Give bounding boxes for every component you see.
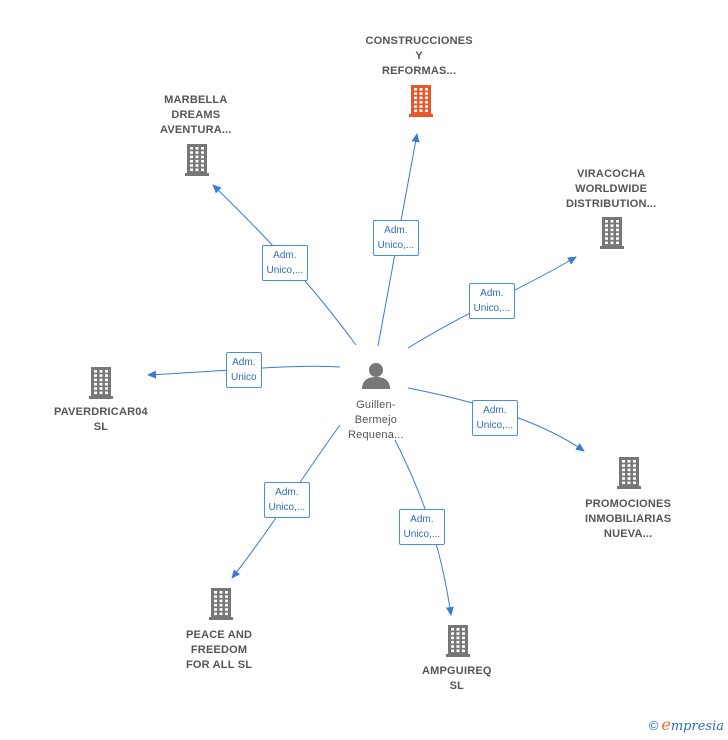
company-label-construcciones-line: REFORMAS... bbox=[382, 65, 457, 77]
person-label-line: Requena... bbox=[348, 429, 404, 441]
edge-marbella bbox=[212, 184, 357, 346]
edge-label-line: Unico,... bbox=[268, 502, 306, 513]
building-icon bbox=[617, 457, 641, 489]
edge-label-promociones[interactable]: Adm. Unico,... bbox=[471, 400, 519, 436]
edge-label-peace[interactable]: Adm. Unico,... bbox=[263, 482, 311, 518]
edge-label-paverdricar[interactable]: Adm. Unico bbox=[226, 352, 262, 388]
company-label-viracocha-line: WORLDWIDE bbox=[575, 183, 648, 195]
company-label-viracocha-line: DISTRIBUTION... bbox=[566, 198, 657, 210]
edge-label-line: Adm. bbox=[273, 250, 297, 261]
company-label-promociones-line: INMOBILIARIAS bbox=[585, 513, 672, 525]
building-icon bbox=[600, 217, 624, 249]
company-label-ampguireq[interactable]: AMPGUIREQ SL bbox=[422, 664, 492, 694]
company-label-viracocha-line: VIRACOCHA bbox=[576, 168, 646, 180]
company-label-peace[interactable]: PEACE AND FREEDOM FOR ALL SL bbox=[186, 628, 252, 673]
edge-label-viracocha[interactable]: Adm. Unico,... bbox=[468, 283, 516, 319]
company-label-construcciones-line: CONSTRUCCIONES bbox=[365, 35, 473, 47]
company-label-promociones-line: PROMOCIONES bbox=[585, 498, 672, 510]
company-label-marbella-line: DREAMS bbox=[171, 109, 221, 121]
company-label-marbella-line: AVENTURA... bbox=[160, 124, 232, 136]
copyright-symbol: © bbox=[648, 718, 659, 733]
edge-label-line: Unico,... bbox=[476, 420, 514, 431]
company-label-paverdricar-line: SL bbox=[93, 421, 109, 433]
edge-label-line: Adm. bbox=[275, 487, 299, 498]
person-label-line: Bermejo bbox=[354, 414, 398, 426]
building-icon bbox=[185, 144, 209, 176]
edge-label-line: Unico bbox=[231, 372, 257, 383]
edge-label-marbella[interactable]: Adm. Unico,... bbox=[261, 245, 309, 281]
edge-label-ampguireq[interactable]: Adm. Unico,... bbox=[398, 509, 446, 545]
person-icon bbox=[362, 363, 390, 389]
edge-label-line: Adm. bbox=[480, 288, 504, 299]
edge-label-line: Unico,... bbox=[403, 529, 441, 540]
edge-label-construcciones[interactable]: Adm. Unico,... bbox=[372, 220, 420, 256]
company-label-ampguireq-line: AMPGUIREQ bbox=[422, 665, 492, 677]
building-icon bbox=[209, 588, 233, 620]
building-icon bbox=[409, 85, 433, 117]
company-label-marbella-line: MARBELLA bbox=[164, 94, 228, 106]
brand-name: mpresia bbox=[670, 719, 724, 734]
company-label-promociones[interactable]: PROMOCIONES INMOBILIARIAS NUEVA... bbox=[585, 497, 671, 542]
brand-initial: e bbox=[661, 715, 671, 734]
edge-label-line: Adm. bbox=[384, 225, 408, 236]
company-label-promociones-line: NUEVA... bbox=[603, 528, 653, 540]
company-label-construcciones-line: Y bbox=[415, 50, 423, 62]
company-label-paverdricar-line: PAVERDRICAR04 bbox=[54, 406, 148, 418]
edge-label-line: Adm. bbox=[410, 514, 434, 525]
edge-label-line: Unico,... bbox=[473, 303, 511, 314]
company-label-viracocha[interactable]: VIRACOCHA WORLDWIDE DISTRIBUTION... bbox=[566, 167, 656, 212]
company-label-peace-line: FOR ALL SL bbox=[186, 659, 253, 671]
brand-logo: ©empresia bbox=[649, 715, 724, 734]
company-label-peace-line: PEACE AND bbox=[186, 629, 253, 641]
company-label-peace-line: FREEDOM bbox=[190, 644, 248, 656]
edge-label-line: Adm. bbox=[483, 405, 507, 416]
building-icon bbox=[446, 625, 470, 657]
company-label-ampguireq-line: SL bbox=[449, 680, 465, 692]
company-label-marbella[interactable]: MARBELLA DREAMS AVENTURA... bbox=[160, 93, 232, 138]
edge-label-line: Unico,... bbox=[266, 265, 304, 276]
company-label-construcciones[interactable]: CONSTRUCCIONES Y REFORMAS... bbox=[366, 34, 473, 79]
edge-label-line: Adm. bbox=[232, 357, 256, 368]
person-label-line: Guillen- bbox=[356, 399, 396, 411]
edge-label-line: Unico,... bbox=[377, 240, 415, 251]
building-icon bbox=[89, 367, 113, 399]
edge-paverdricar bbox=[147, 365, 341, 379]
